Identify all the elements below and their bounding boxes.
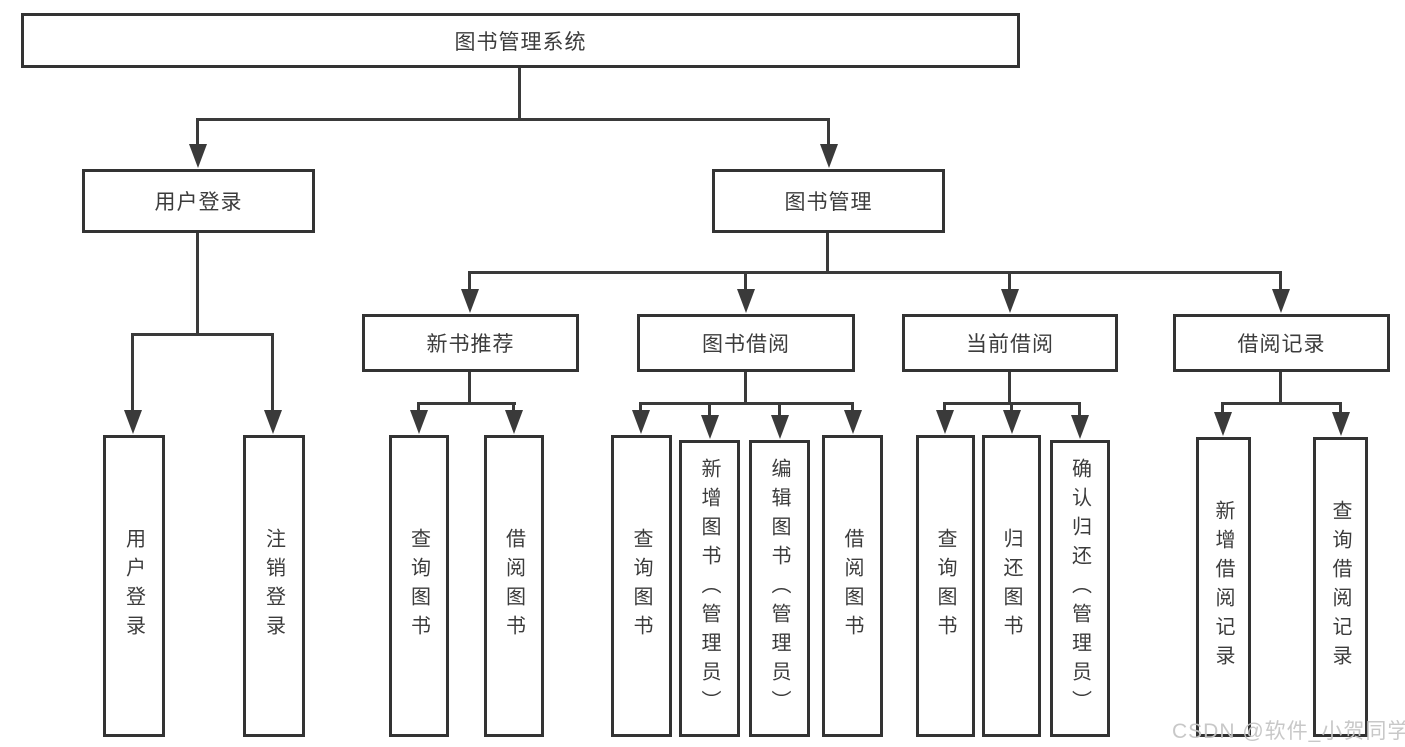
node-new-book-recommend: 新书推荐 — [362, 314, 579, 372]
connector-line — [744, 372, 747, 405]
connector-line — [196, 233, 199, 335]
connector-arrowhead-icon — [1071, 415, 1089, 439]
connector-arrowhead-icon — [844, 410, 862, 434]
connector-line — [639, 402, 642, 414]
connector-arrowhead-icon — [1332, 412, 1350, 436]
connector-line — [826, 233, 829, 273]
node-leaf-nbr-borrow-books: 借阅图书 — [484, 435, 544, 737]
node-leaf-bb-edit-books-admin: 编辑图书（管理员） — [749, 440, 810, 737]
connector-line — [827, 118, 830, 148]
connector-line — [1008, 271, 1011, 293]
node-leaf-cb-return-books: 归还图书 — [982, 435, 1041, 737]
connector-line — [132, 333, 273, 336]
connector-arrowhead-icon — [461, 289, 479, 313]
connector-line — [417, 402, 420, 414]
connector-line — [196, 118, 199, 148]
leaf-label: 归还图书 — [1000, 528, 1022, 644]
watermark-text: CSDN @软件_小贺同学 — [1172, 720, 1405, 743]
node-leaf-bb-query-books: 查询图书 — [611, 435, 672, 737]
connector-line — [851, 402, 854, 414]
leaf-label: 查询图书 — [934, 528, 956, 644]
leaf-label: 查询图书 — [630, 528, 652, 644]
connector-arrowhead-icon — [1214, 412, 1232, 436]
node-leaf-bb-borrow-books: 借阅图书 — [822, 435, 883, 737]
node-book-management-branch: 图书管理 — [712, 169, 945, 233]
connector-line — [418, 402, 516, 405]
leaf-label: 注销登录 — [262, 528, 285, 644]
connector-arrowhead-icon — [505, 410, 523, 434]
connector-line — [744, 271, 747, 293]
node-leaf-br-query-record: 查询借阅记录 — [1313, 437, 1368, 737]
node-current-borrow: 当前借阅 — [902, 314, 1118, 372]
connector-line — [271, 333, 274, 415]
node-root: 图书管理系统 — [21, 13, 1020, 68]
connector-arrowhead-icon — [771, 415, 789, 439]
connector-line — [1339, 402, 1342, 414]
connector-line — [1078, 402, 1081, 418]
node-user-login-branch: 用户登录 — [82, 169, 315, 233]
connector-line — [468, 372, 471, 405]
connector-line — [518, 68, 521, 120]
connector-arrowhead-icon — [737, 289, 755, 313]
connector-arrowhead-icon — [410, 410, 428, 434]
node-book-borrow: 图书借阅 — [637, 314, 855, 372]
connector-line — [1010, 402, 1013, 414]
connector-arrowhead-icon — [632, 410, 650, 434]
node-leaf-logout: 注销登录 — [243, 435, 305, 737]
connector-line — [1008, 372, 1011, 405]
connector-arrowhead-icon — [820, 144, 838, 168]
connector-line — [469, 271, 1281, 274]
connector-arrowhead-icon — [124, 410, 142, 434]
connector-line — [1221, 402, 1224, 414]
node-leaf-bb-add-books-admin: 新增图书（管理员） — [679, 440, 740, 737]
connector-line — [131, 333, 134, 415]
connector-line — [640, 402, 853, 405]
node-leaf-cb-confirm-return-admin: 确认归还（管理员） — [1050, 440, 1110, 737]
leaf-label: 用户登录 — [122, 528, 145, 644]
leaf-label: 确认归还（管理员） — [1068, 458, 1091, 719]
leaf-label: 查询借阅记录 — [1329, 500, 1351, 674]
node-leaf-nbr-query-books: 查询图书 — [389, 435, 449, 737]
leaf-label: 编辑图书（管理员） — [768, 458, 790, 719]
connector-line — [197, 118, 830, 121]
connector-line — [1279, 372, 1282, 405]
connector-line — [778, 402, 781, 418]
node-leaf-cb-query-books: 查询图书 — [916, 435, 975, 737]
leaf-label: 查询图书 — [407, 528, 430, 644]
connector-line — [1222, 402, 1342, 405]
node-borrow-records: 借阅记录 — [1173, 314, 1390, 372]
leaf-label: 借阅图书 — [502, 528, 525, 644]
connector-line — [512, 402, 515, 414]
connector-line — [1279, 271, 1282, 293]
leaf-label: 借阅图书 — [841, 528, 863, 644]
connector-line — [468, 271, 471, 293]
leaf-label: 新增图书（管理员） — [698, 458, 720, 719]
connector-arrowhead-icon — [936, 410, 954, 434]
connector-arrowhead-icon — [1272, 289, 1290, 313]
connector-arrowhead-icon — [1003, 410, 1021, 434]
connector-arrowhead-icon — [701, 415, 719, 439]
connector-line — [943, 402, 946, 414]
node-leaf-user-login: 用户登录 — [103, 435, 165, 737]
node-leaf-br-add-record: 新增借阅记录 — [1196, 437, 1251, 737]
connector-arrowhead-icon — [1001, 289, 1019, 313]
connector-line — [708, 402, 711, 418]
leaf-label: 新增借阅记录 — [1212, 500, 1234, 674]
connector-arrowhead-icon — [264, 410, 282, 434]
connector-arrowhead-icon — [189, 144, 207, 168]
